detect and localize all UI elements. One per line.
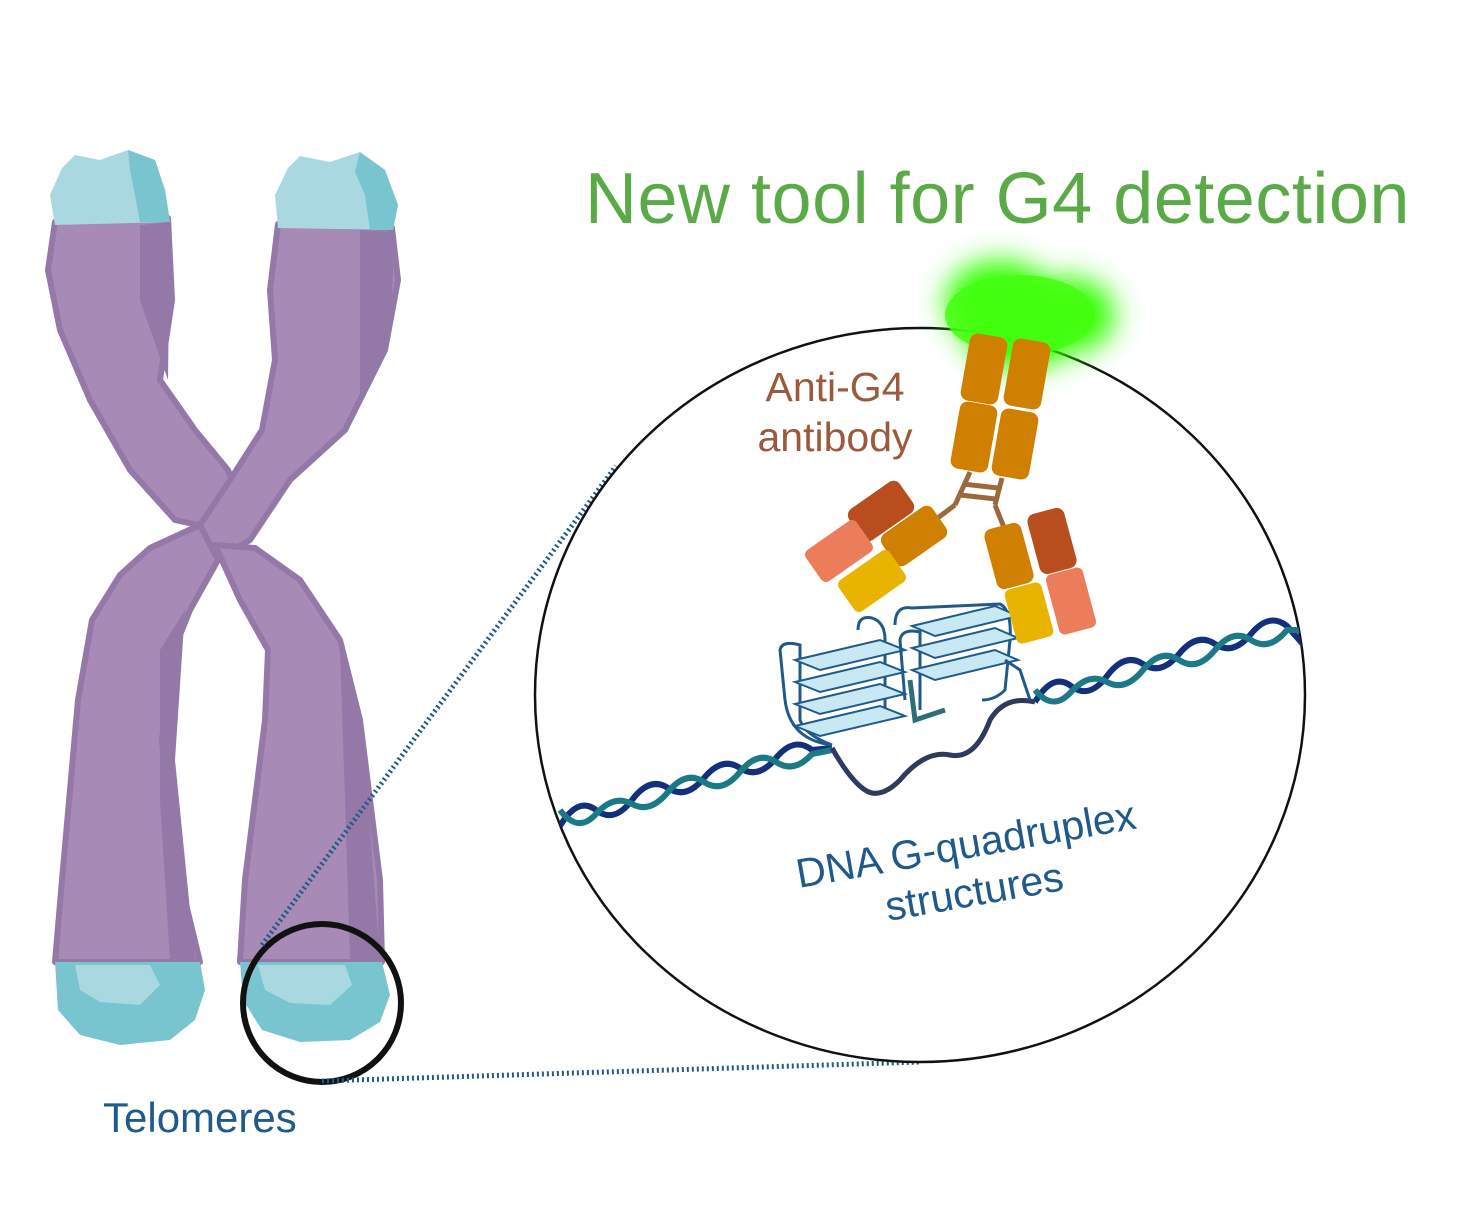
diagram-title: New tool for G4 detection: [585, 159, 1410, 239]
quadruplex-loop: [898, 629, 922, 710]
heavy-chain: [960, 333, 1008, 405]
single-strand-loop: [829, 698, 1036, 796]
g-quadruplex-icon: [778, 602, 1032, 747]
antibody-label-line1: Anti-G4: [765, 364, 905, 410]
antibody-fab-left: [805, 480, 948, 612]
magnifier-circle-icon: [240, 921, 404, 1085]
chromosome-shade: [360, 230, 395, 400]
quadruplex-backbone: [1004, 658, 1032, 701]
dna-strand-right-b: [1032, 627, 1304, 705]
antibody-icon: [805, 260, 1115, 644]
chromosome-shade: [140, 222, 170, 380]
chromosome-arm-lower-left: [52, 522, 221, 965]
chromosome-icon: [45, 150, 401, 1045]
heavy-chain: [950, 401, 998, 473]
quadruplex-tetrads: [791, 638, 909, 738]
quadruplex-backbone: [907, 679, 946, 724]
chromosome-shade: [340, 650, 380, 960]
telomere-cap: [258, 965, 352, 1005]
chromosome-shade: [160, 610, 195, 960]
zoom-connector-top: [259, 464, 619, 947]
telomere-cap: [128, 150, 170, 222]
dna-helix-icon: [557, 617, 1305, 828]
zoom-connector-bottom: [321, 1059, 921, 1084]
heavy-chain: [1003, 338, 1051, 410]
telomeres-label: Telomeres: [103, 1094, 297, 1141]
quadruplex-loop: [856, 616, 887, 720]
antibody-fab-right: [984, 507, 1097, 644]
telomere-cap: [75, 965, 160, 1005]
antibody-label: Anti-G4 antibody: [740, 362, 930, 462]
antibody-label-line2: antibody: [757, 414, 913, 460]
hinge: [933, 470, 1008, 531]
dna-strand-left-b: [557, 747, 833, 826]
heavy-chain: [991, 408, 1039, 480]
telomere-cap: [355, 152, 398, 230]
